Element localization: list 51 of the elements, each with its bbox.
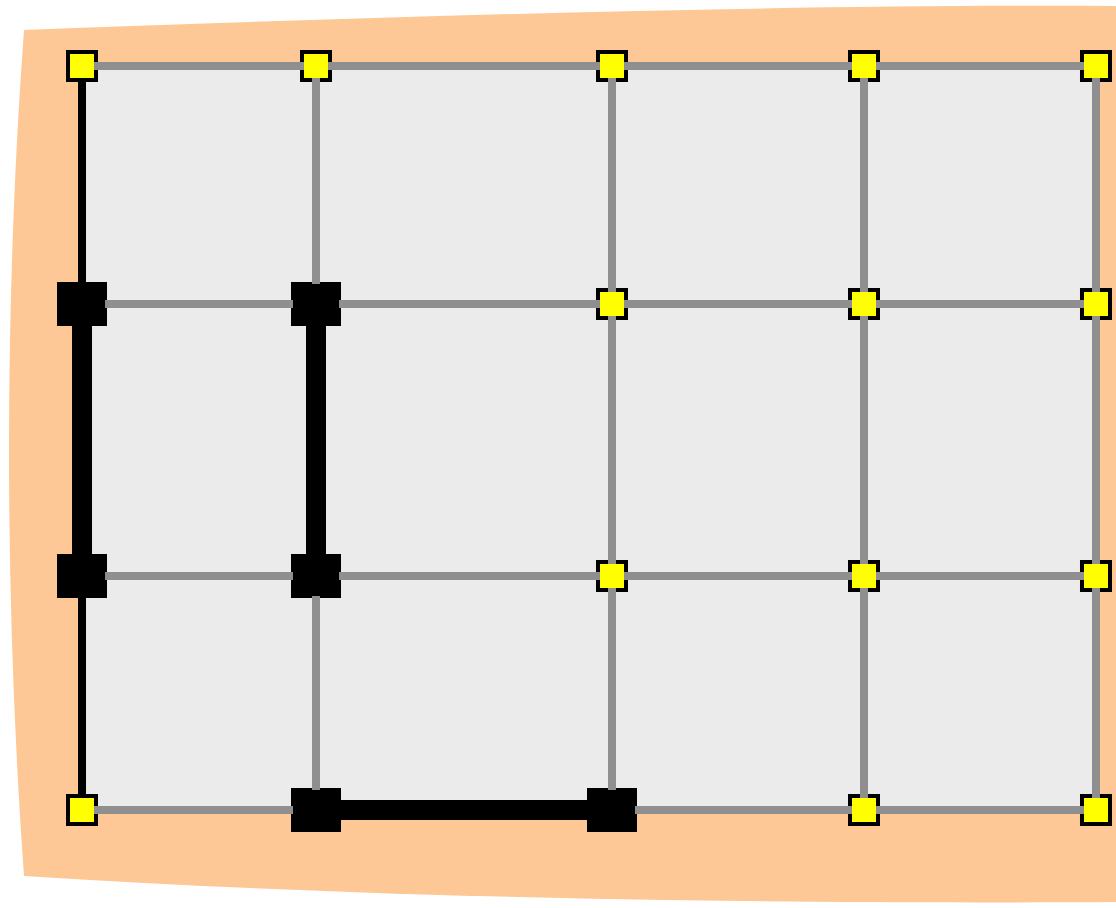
grid-line <box>608 78 616 292</box>
junction-marker <box>848 287 880 320</box>
grid-line <box>860 316 868 564</box>
junction-marker <box>300 50 332 82</box>
grid-line <box>876 300 1084 308</box>
grid-line <box>624 300 852 308</box>
junction-marker <box>1080 560 1112 592</box>
junction-marker <box>1080 50 1112 82</box>
grid-line <box>624 571 852 580</box>
grid-line <box>1092 316 1100 564</box>
grid-line <box>339 300 600 308</box>
grid-line <box>876 805 1084 814</box>
grid-line <box>860 78 868 292</box>
beam <box>72 324 92 556</box>
grid-line <box>860 587 868 798</box>
support-block <box>57 282 107 326</box>
grid-line <box>608 316 616 564</box>
grid-line <box>94 805 293 814</box>
grid-line <box>78 595 86 798</box>
support-block <box>291 787 341 832</box>
junction-marker <box>1080 287 1112 320</box>
junction-marker <box>848 560 880 592</box>
grid-line <box>328 62 600 70</box>
grid-line <box>624 62 852 70</box>
grid-line <box>608 587 616 790</box>
grid-line <box>312 78 320 284</box>
grid-line <box>876 62 1084 70</box>
junction-marker <box>66 793 98 826</box>
junction-marker <box>66 50 98 82</box>
grid-line <box>635 805 852 814</box>
junction-marker <box>848 793 880 826</box>
grid-line <box>876 571 1084 580</box>
junction-marker <box>596 50 628 82</box>
junction-marker <box>596 287 628 320</box>
junction-marker <box>1080 793 1112 826</box>
grid-line <box>1092 78 1100 292</box>
grid-line <box>105 300 293 308</box>
grid-line <box>1092 587 1100 798</box>
junction-marker <box>848 50 880 82</box>
beam <box>306 324 326 556</box>
support-block <box>291 554 341 598</box>
grid-line <box>339 571 600 580</box>
grid-line <box>94 62 304 70</box>
grid-line <box>78 78 86 284</box>
junction-marker <box>596 560 628 592</box>
support-block <box>291 282 341 326</box>
support-block <box>587 787 637 832</box>
beam <box>339 799 589 820</box>
support-block <box>57 554 107 598</box>
grid-line <box>105 571 293 580</box>
grid-line <box>312 595 320 790</box>
